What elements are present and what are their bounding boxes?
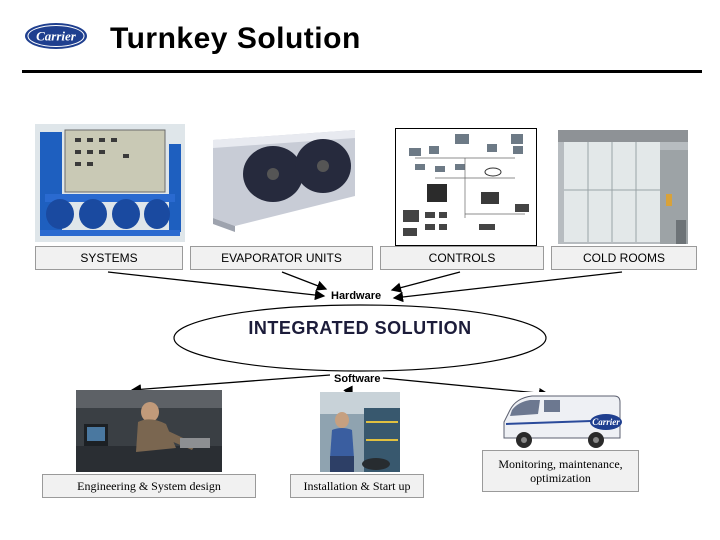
- title-divider: [22, 70, 702, 73]
- engineering-photo: [76, 390, 222, 472]
- carrier-logo: Carrier: [25, 23, 87, 49]
- label-systems: SYSTEMS: [35, 246, 183, 270]
- cold-rooms-photo: [558, 130, 688, 244]
- van-logo-text: Carrier: [592, 417, 620, 427]
- service-van-photo: Carrier: [496, 392, 626, 450]
- installation-photo: [320, 392, 400, 472]
- evaporator-photo: [205, 126, 360, 238]
- label-installation: Installation & Start up: [290, 474, 424, 498]
- integrated-solution-label: INTEGRATED SOLUTION: [248, 318, 472, 338]
- label-evaporator-units: EVAPORATOR UNITS: [190, 246, 373, 270]
- hardware-label: Hardware: [329, 290, 384, 302]
- logo-text: Carrier: [36, 29, 77, 44]
- software-label: Software: [332, 373, 383, 385]
- label-monitoring: Monitoring, maintenance, optimization: [482, 450, 639, 492]
- label-controls: CONTROLS: [380, 246, 544, 270]
- controls-diagram: [395, 128, 537, 246]
- label-engineering: Engineering & System design: [42, 474, 256, 498]
- page-title: Turnkey Solution: [110, 22, 361, 55]
- systems-photo: [35, 124, 185, 242]
- label-cold-rooms: COLD ROOMS: [551, 246, 697, 270]
